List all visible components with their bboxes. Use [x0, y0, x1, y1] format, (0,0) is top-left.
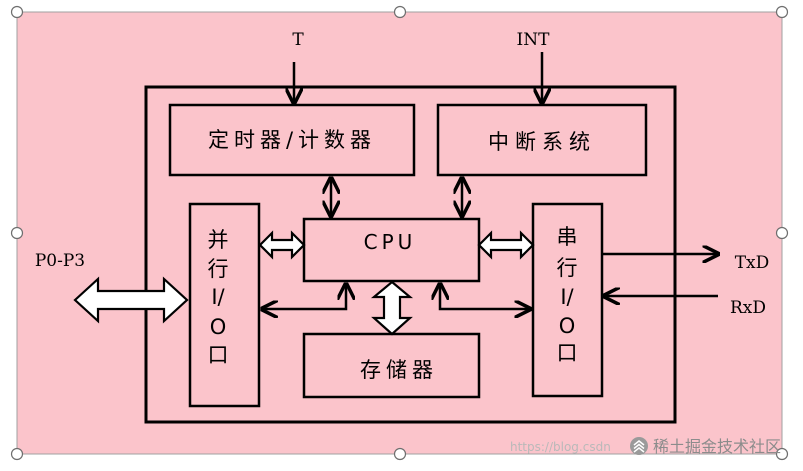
resize-handle-bottom-left[interactable]: [10, 447, 24, 461]
memory-block: [302, 332, 481, 399]
parallel-io-char-3: I/: [211, 285, 225, 309]
cpu-memory-double-arrow: [370, 280, 414, 336]
resize-handle-top-center[interactable]: [393, 5, 407, 19]
juejin-logo-icon: [630, 437, 648, 455]
resize-handle-middle-left[interactable]: [10, 226, 24, 240]
timer-input-label: T: [292, 30, 304, 50]
interrupt-input-label: INT: [517, 30, 551, 50]
cpu-parallel-io-bus-arrow: [262, 284, 346, 309]
parallel-port-double-arrow: [73, 276, 189, 324]
connectors: [262, 52, 718, 309]
cpu-label: CPU: [364, 230, 417, 254]
cpu-block: [302, 217, 481, 283]
interrupt-system-label: 中断系统: [488, 130, 596, 154]
interrupt-system-block: [436, 103, 648, 177]
cpu-serial-io-double-arrow: [477, 230, 535, 260]
resize-handle-top-right[interactable]: [775, 5, 789, 19]
serial-transmit-label: TxD: [735, 253, 770, 273]
parallel-io-char-2: 行: [208, 257, 229, 281]
serial-receive-label: RxD: [730, 298, 766, 318]
watermark-brand: 稀土掘金技术社区: [653, 437, 781, 456]
serial-io-char-3: I/: [560, 285, 574, 309]
selection-handles[interactable]: [10, 5, 789, 461]
resize-handle-middle-right[interactable]: [775, 226, 789, 240]
parallel-port-label: P0-P3: [35, 251, 85, 271]
parallel-io-block: [188, 202, 261, 408]
serial-io-char-5: 口: [557, 341, 578, 365]
timer-counter-block: [168, 103, 416, 177]
parallel-io-char-1: 并: [208, 228, 229, 252]
watermark-url: https://blog.csdn: [510, 440, 611, 454]
parallel-io-char-4: O: [210, 315, 227, 339]
serial-io-char-4: O: [559, 314, 576, 338]
serial-io-char-2: 行: [557, 256, 578, 280]
parallel-io-cpu-double-arrow: [258, 230, 306, 260]
resize-handle-bottom-center[interactable]: [393, 447, 407, 461]
serial-io-label: 串 行 I/ O 口: [557, 225, 578, 365]
cpu-serial-io-bus-arrow: [440, 284, 530, 309]
hollow-bus-arrows: [73, 230, 535, 336]
serial-io-char-1: 串: [557, 225, 578, 249]
memory-label: 存储器: [360, 358, 438, 382]
watermark: https://blog.csdn 稀土掘金技术社区: [510, 437, 781, 456]
timer-counter-label: 定时器/计数器: [208, 128, 376, 152]
parallel-io-label: 并 行 I/ O 口: [208, 228, 229, 367]
parallel-io-char-5: 口: [208, 343, 229, 367]
resize-handle-bottom-right[interactable]: [775, 447, 789, 461]
resize-handle-top-left[interactable]: [10, 5, 24, 19]
serial-io-block: [531, 202, 604, 398]
